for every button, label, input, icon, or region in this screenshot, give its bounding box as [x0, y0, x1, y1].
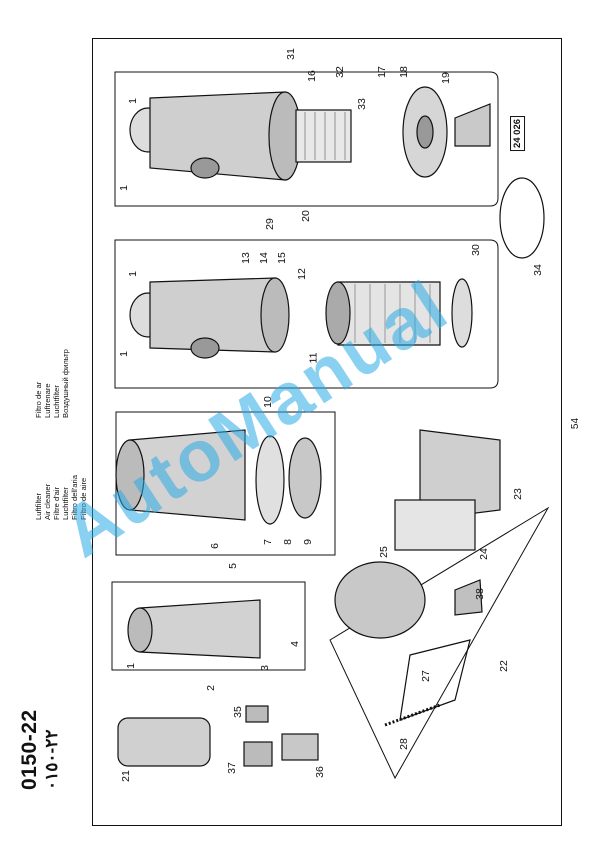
page-number: 54: [570, 417, 582, 430]
legend-right-0: Filtro de ar: [34, 381, 43, 418]
group-bracket-10: [114, 239, 499, 389]
callout-4: 4: [288, 641, 301, 647]
callout-38: 38: [473, 588, 486, 600]
group-bracket-20: [114, 71, 499, 207]
callout-7: 7: [261, 539, 274, 545]
callout-32: 32: [333, 66, 346, 78]
filter-element-32: [295, 109, 352, 163]
cleaner-body-2: [139, 599, 261, 659]
callout-1-c: 1: [126, 271, 139, 277]
legend-right-1: Luftrenare: [43, 383, 52, 418]
callout-35: 35: [231, 706, 244, 718]
callout-2: 2: [204, 685, 217, 691]
callout-33: 33: [355, 98, 368, 110]
housing-lower: [334, 561, 426, 639]
callout-1: 1: [126, 98, 139, 104]
document-code-arabic: ٢٢-٠١٥٠: [42, 729, 61, 790]
group-bracket-2: [111, 581, 306, 671]
diagram-frame: [92, 38, 562, 826]
callout-37: 37: [225, 762, 238, 774]
clamp-34: [499, 177, 545, 259]
callout-14: 14: [257, 252, 270, 264]
callout-15: 15: [275, 252, 288, 264]
callout-28: 28: [397, 738, 410, 750]
callout-16: 16: [305, 70, 318, 82]
callout-18: 18: [397, 66, 410, 78]
callout-1-d: 1: [117, 351, 130, 357]
legend-right: Filtro de ar Luftrenare Luchtfilter Возд…: [34, 349, 70, 418]
bowl-9: [288, 437, 322, 519]
callout-20: 20: [299, 210, 312, 222]
callout-19: 19: [439, 72, 452, 84]
callout-17: 17: [375, 66, 388, 78]
document-code-block: 0150-22 ٢٢-٠١٥٠: [18, 709, 62, 790]
callout-8: 8: [281, 539, 294, 545]
cover-23: [419, 429, 501, 521]
fitting-37: [243, 741, 273, 767]
callout-24: 24: [477, 548, 490, 560]
callout-30: 30: [469, 244, 482, 256]
group-bracket-5: [115, 411, 336, 556]
callout-12: 12: [295, 268, 308, 280]
element-24: [394, 499, 476, 551]
reference-box: 24 026: [510, 115, 526, 152]
spring-28: [384, 703, 441, 727]
clip-27: [399, 639, 471, 721]
callout-3: 3: [258, 665, 271, 671]
callout-13: 13: [239, 252, 252, 264]
callout-9: 9: [301, 539, 314, 545]
callout-5: 5: [226, 563, 239, 569]
document-code: 0150-22: [18, 709, 41, 790]
callout-25: 25: [377, 546, 390, 558]
callout-31: 31: [284, 48, 297, 60]
canister-21: [117, 717, 211, 767]
callout-1-b: 1: [117, 185, 130, 191]
callout-23: 23: [511, 488, 524, 500]
callout-1-e: 1: [124, 663, 137, 669]
callout-21: 21: [119, 770, 132, 782]
legend-right-3: Воздушный фильтр: [61, 349, 70, 418]
callout-22: 22: [497, 660, 510, 672]
fitting-35: [245, 705, 269, 723]
valve-38: [454, 579, 483, 616]
legend-left-1: Air cleaner: [43, 483, 52, 520]
end-disc-30: [451, 278, 473, 348]
callout-29: 29: [263, 218, 276, 230]
callout-36: 36: [313, 766, 326, 778]
callout-27: 27: [419, 670, 432, 682]
callout-6: 6: [208, 543, 221, 549]
screen-7: [255, 435, 285, 525]
indicator-36: [281, 733, 319, 761]
valve-19: [454, 103, 491, 147]
callout-34: 34: [531, 264, 544, 276]
legend-right-2: Luchtfilter: [52, 385, 61, 418]
legend-left-0: Luftfilter: [34, 492, 43, 520]
group-bracket-22: [329, 506, 550, 780]
